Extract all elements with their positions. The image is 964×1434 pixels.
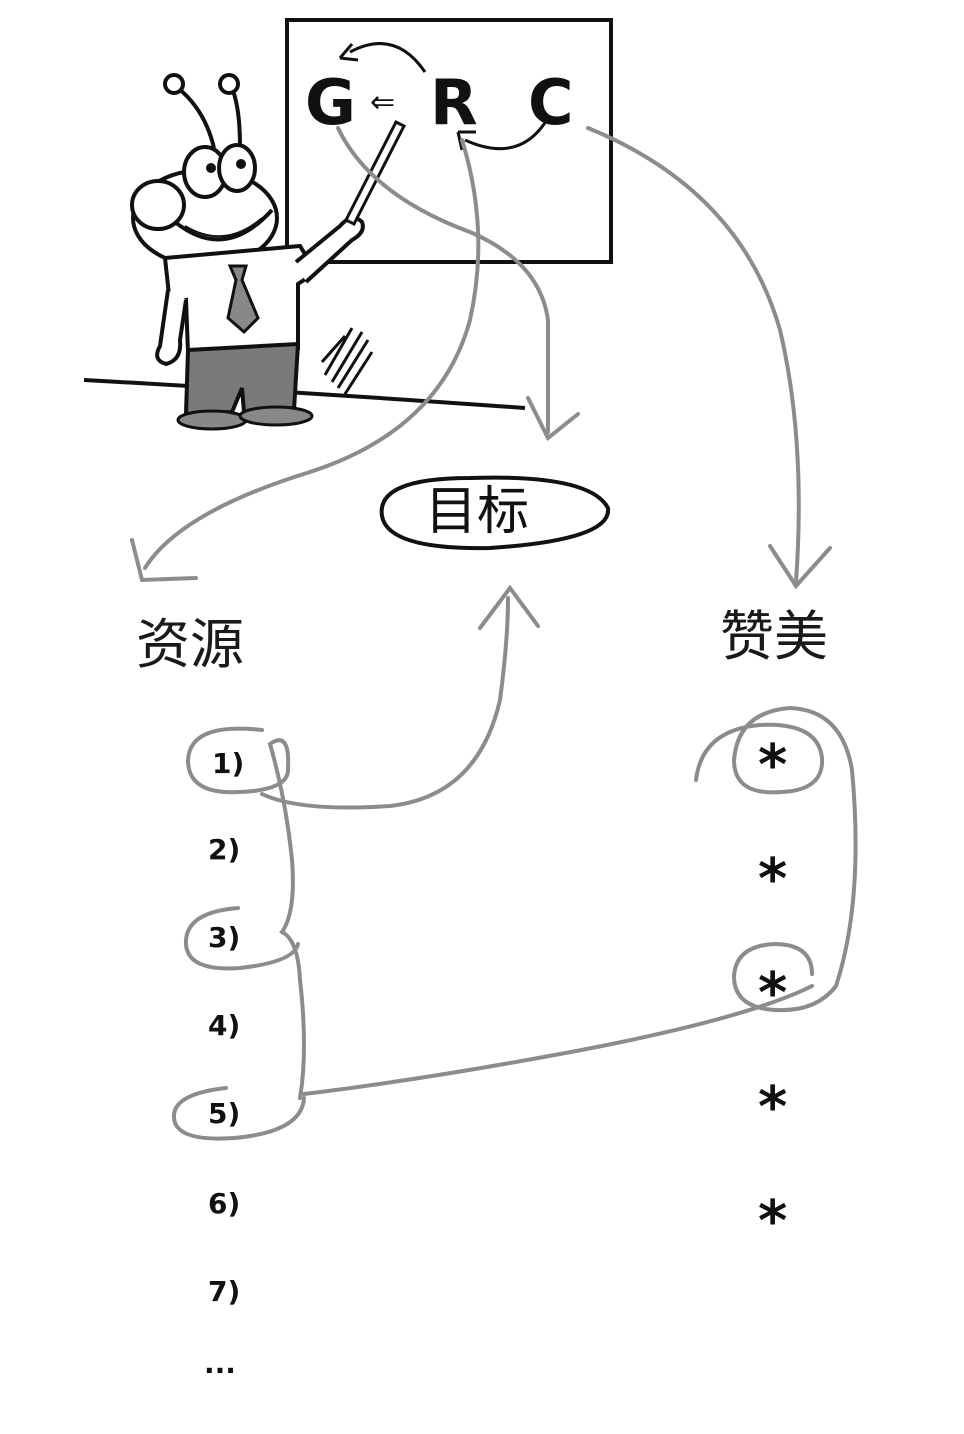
bug-pants <box>183 341 301 417</box>
bug-arm-right <box>294 215 365 284</box>
scribble-shadow <box>320 327 374 395</box>
connectors <box>130 126 858 1141</box>
board-arrow-c-to-r-head <box>456 130 476 151</box>
antenna-right <box>230 87 242 147</box>
board-arrow-r-to-g <box>349 42 427 73</box>
praise-item-2: * <box>758 847 788 912</box>
bug-shoe-left <box>176 409 248 431</box>
praise-item-1: * <box>758 733 788 798</box>
praise-item-3: * <box>758 961 788 1026</box>
connector-resource-to-goal-head <box>478 584 540 630</box>
pointer-stick <box>343 119 407 227</box>
floor-line <box>83 378 526 410</box>
goal-label: 目标 <box>425 482 530 542</box>
antenna-left-tip <box>163 73 185 95</box>
resource-item-2: 2) <box>208 833 241 866</box>
tie <box>226 264 260 335</box>
teacher-bug-character <box>130 73 407 431</box>
board-letter-c: C <box>528 66 574 139</box>
praise-heading: 赞美 <box>720 605 828 668</box>
resources-heading: 资源 <box>136 613 244 676</box>
board-arrow-r-to-g-head <box>338 43 359 62</box>
circle-resource-5 <box>171 1086 306 1141</box>
circle-praise-1 <box>694 705 858 988</box>
circle-resource-1 <box>185 726 291 795</box>
bug-pupil-right <box>236 159 246 169</box>
resource-item-1: 1) <box>212 747 245 780</box>
connector-r-to-resources <box>143 138 481 570</box>
connector-g-to-goal-head <box>526 396 580 442</box>
resource-item-7: 7) <box>208 1275 241 1308</box>
bug-eye-right <box>217 143 257 193</box>
bug-pupil-left <box>206 163 216 173</box>
antenna-right-tip <box>218 73 240 95</box>
board-arrow-c-to-r <box>464 117 550 151</box>
resource-item-3: 3) <box>208 921 241 954</box>
resource-item-more: ... <box>204 1347 236 1380</box>
board-letter-g: G <box>305 66 356 139</box>
board-letter-r: R <box>430 66 478 139</box>
connector-r-to-resources-head <box>130 538 198 583</box>
resource-item-6: 6) <box>208 1187 241 1220</box>
resource-item-4: 4) <box>208 1009 241 1042</box>
circle-praise-3 <box>731 941 838 1013</box>
bug-arm-left <box>155 289 188 367</box>
link-1-3-5 <box>267 738 306 1100</box>
resource-item-5: 5) <box>208 1097 241 1130</box>
connector-g-to-goal <box>336 126 550 434</box>
praise-item-5: * <box>758 1189 788 1254</box>
circle-resource-3 <box>183 906 300 971</box>
bug-teeth <box>184 217 263 238</box>
connector-c-to-praise <box>586 126 801 584</box>
connector-praise-to-resource <box>302 984 814 1096</box>
bug-shoe-right <box>238 405 314 427</box>
bug-mouth <box>173 208 274 242</box>
board-arrow-symbol: ⇐ <box>370 85 396 120</box>
goal-oval <box>379 475 611 551</box>
connector-resource-to-goal <box>260 596 510 810</box>
bug-cheek-left <box>130 179 186 231</box>
antenna-left <box>176 86 216 149</box>
connector-c-to-praise-head <box>768 544 832 590</box>
praise-item-4: * <box>758 1075 788 1140</box>
